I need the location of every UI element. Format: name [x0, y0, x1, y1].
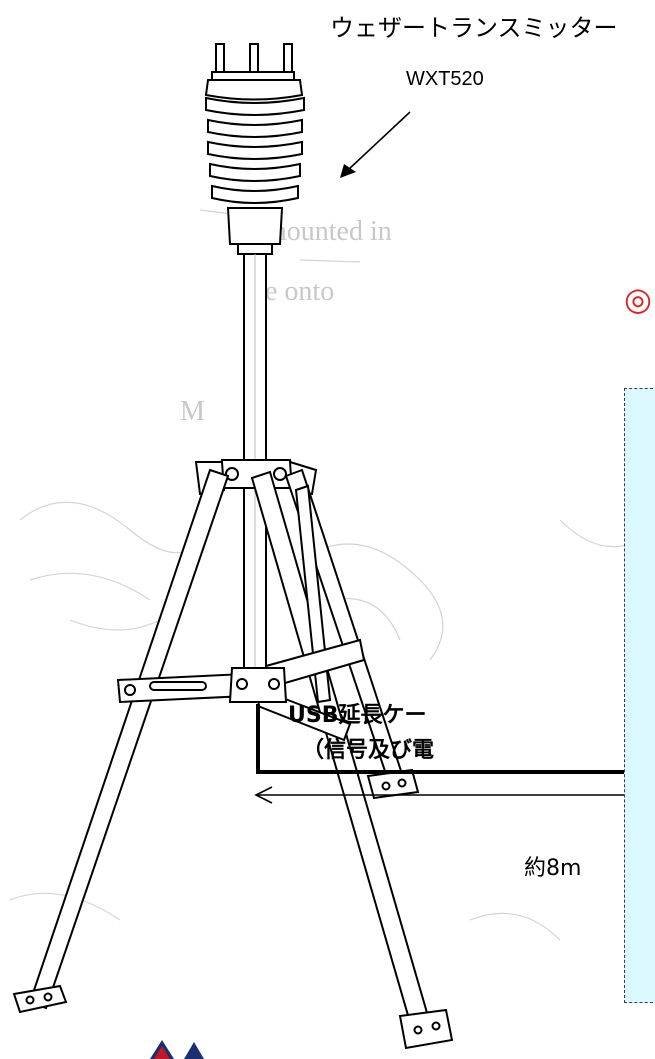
bullet-mark: ◎: [624, 280, 652, 318]
usb-cable-label: USB延長ケー: [288, 703, 427, 728]
background-scan-text: mounted in e onto M: [180, 216, 392, 427]
logo-fragment: [150, 1040, 204, 1059]
usb-cable-sub-label: （信号及び電: [302, 738, 435, 763]
tripod-feet: [12, 768, 454, 1050]
callout-panel: [624, 388, 655, 1003]
svg-text:e onto: e onto: [265, 276, 334, 307]
svg-text:M: M: [180, 396, 205, 427]
usb-cable-line: [256, 704, 655, 774]
lower-braces: [116, 638, 366, 742]
distance-label: 約8m: [524, 856, 582, 881]
tripod-legs: [28, 468, 434, 1038]
weather-transmitter-sensor: [204, 43, 305, 255]
model-number-label: WXT520: [406, 68, 484, 90]
svg-text:mounted in: mounted in: [265, 216, 392, 247]
distance-arrow: [254, 786, 655, 804]
device-title-label: ウェザートランスミッター: [330, 14, 618, 42]
sensor-pointer-arrow: [340, 111, 411, 178]
